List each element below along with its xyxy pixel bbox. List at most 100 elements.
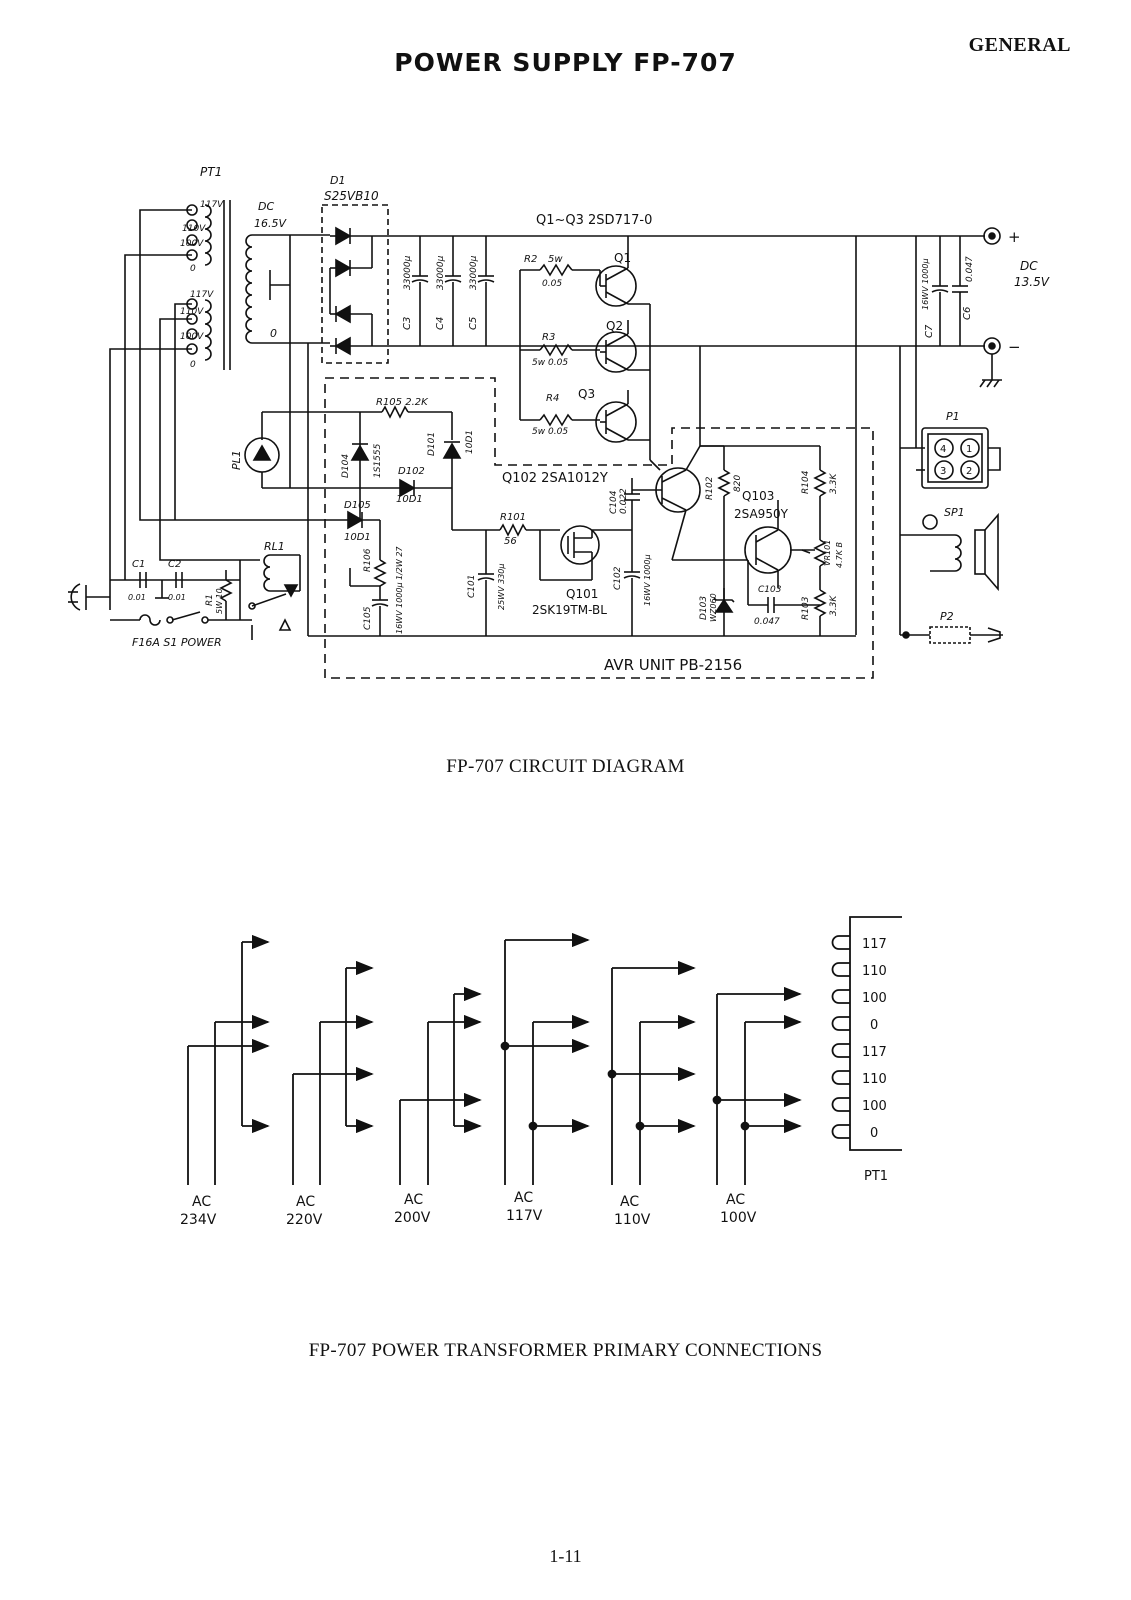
pt1-tap-117-a: 117 [862, 937, 887, 952]
secondary-dc-label: DC [258, 200, 274, 213]
primary-caption: FP-707 POWER TRANSFORMER PRIMARY CONNECT… [308, 1340, 823, 1361]
tap-117v-lower: 117V [190, 290, 214, 300]
pt1-tap-0-b: 0 [870, 1126, 878, 1141]
config-117v-voltage: 117V [506, 1208, 543, 1224]
avr-unit-label: AVR UNIT PB-2156 [604, 656, 742, 674]
secondary-zero: 0 [270, 327, 277, 340]
config-220v [292, 960, 374, 1185]
pt1-tap-110-a: 110 [862, 964, 887, 979]
tap-100v-upper: 100V [180, 239, 204, 249]
d1-part: S25VB10 [324, 189, 379, 203]
r4-label: R4 [546, 393, 559, 404]
r4-watt: 5w [532, 427, 546, 437]
output-plus: + [1008, 228, 1021, 246]
q1-label: Q1 [614, 251, 631, 265]
r101-label: R101 [500, 512, 526, 523]
config-234v-ac: AC [192, 1194, 211, 1210]
bridge-diodes [329, 226, 373, 356]
tap-110v-upper: 110V [182, 224, 206, 234]
transistor-type-label: Q1~Q3 2SD717-0 [536, 213, 652, 228]
secondary-voltage: 16.5V [254, 217, 287, 230]
r105-label: R105 2.2K [376, 397, 429, 408]
c101-label: C101 [467, 575, 477, 598]
q3-label: Q3 [578, 387, 595, 401]
c103-label: C103 [758, 585, 782, 595]
pass-transistors [519, 236, 661, 471]
tap-0-upper: 0 [190, 264, 196, 274]
c1-label: C1 [132, 559, 145, 570]
r4-value: 0.05 [548, 427, 568, 437]
c105-value: 16WV 1000μ [395, 582, 404, 634]
c2-label: C2 [168, 559, 181, 570]
ac-input [68, 560, 252, 626]
r104-value: 3.3K [829, 473, 839, 494]
c2-value: 0.01 [168, 593, 186, 602]
r3-value: 0.05 [548, 358, 568, 368]
r102-value: 820 [733, 475, 743, 492]
circuit-diagram [68, 200, 1003, 679]
r102-label: R102 [705, 476, 715, 500]
pl1-label: PL1 [230, 450, 243, 470]
c102-value: 16WV 1000μ [643, 554, 652, 606]
p1-pin-1: 1 [966, 444, 972, 455]
pt1-block-label: PT1 [864, 1169, 888, 1184]
p1-pin-3: 3 [940, 466, 946, 477]
d104-label: D104 [341, 454, 351, 478]
config-117v-ac: AC [514, 1190, 533, 1206]
c104-value: 0.022 [619, 488, 629, 514]
c6-label: C6 [962, 307, 973, 320]
circuit-labels: PT1 117V 110V 100V 0 117V 110V 100V 0 DC… [128, 165, 1050, 674]
r106-label: R106 [363, 548, 373, 572]
pt1-terminal-block [831, 916, 902, 1151]
d102-label: D102 [398, 466, 425, 477]
c1-value: 0.01 [128, 593, 146, 602]
d102-part: 10D1 [396, 494, 423, 505]
r3-label: R3 [542, 332, 555, 343]
sp1-label: SP1 [944, 506, 965, 519]
output-dc-label: DC [1020, 259, 1038, 273]
c7-value: 16WV 1000μ [921, 258, 930, 310]
vr101-value: 4.7K B [835, 542, 844, 568]
c3-value: 33000μ [403, 255, 413, 290]
c7-label: C7 [924, 324, 935, 338]
r2-value: 0.05 [542, 279, 562, 289]
d101-label: D101 [427, 432, 437, 456]
p1-pin-4: 4 [940, 444, 946, 455]
r104-label: R104 [801, 470, 811, 494]
r2-label: R2 [524, 254, 537, 265]
config-220v-voltage: 220V [286, 1212, 323, 1228]
r3-watt: 5w [532, 358, 546, 368]
page-number: 1-11 [549, 1546, 582, 1566]
d101-part: 10D1 [465, 430, 475, 454]
output-minus: − [1008, 338, 1021, 356]
config-234v-voltage: 234V [180, 1212, 217, 1228]
pt1-tap-100-b: 100 [862, 1099, 887, 1114]
primary-labels: 117 110 100 0 117 110 100 0 PT1 AC 234V … [180, 937, 888, 1228]
r103-label: R103 [801, 596, 811, 620]
r101-value: 56 [504, 536, 517, 547]
pt1-tap-117-b: 117 [862, 1045, 887, 1060]
section-label: GENERAL [968, 34, 1071, 56]
output-section [855, 227, 1003, 644]
d104-part: 1S1555 [373, 443, 383, 478]
d103-part: WZ060 [709, 593, 718, 622]
p1-pin-2: 2 [966, 466, 972, 477]
tap-117v-upper: 117V [200, 200, 224, 210]
output-voltage: 13.5V [1014, 275, 1050, 289]
c3-label: C3 [402, 317, 413, 330]
config-110v [607, 960, 696, 1185]
pt1-label: PT1 [200, 165, 222, 179]
tap-0-lower: 0 [190, 360, 196, 370]
config-100v-voltage: 100V [720, 1210, 757, 1226]
config-110v-voltage: 110V [614, 1212, 651, 1228]
pilot-lamp [244, 411, 360, 489]
c105-label: C105 [363, 606, 373, 630]
d103-label: D103 [699, 596, 709, 620]
page-title: POWER SUPPLY FP-707 [394, 48, 737, 77]
config-200v-ac: AC [404, 1192, 423, 1208]
primary-connections [187, 916, 902, 1185]
c5-label: C5 [468, 317, 479, 330]
c103-value: 0.047 [754, 617, 780, 627]
circuit-caption: FP-707 CIRCUIT DIAGRAM [446, 756, 685, 777]
